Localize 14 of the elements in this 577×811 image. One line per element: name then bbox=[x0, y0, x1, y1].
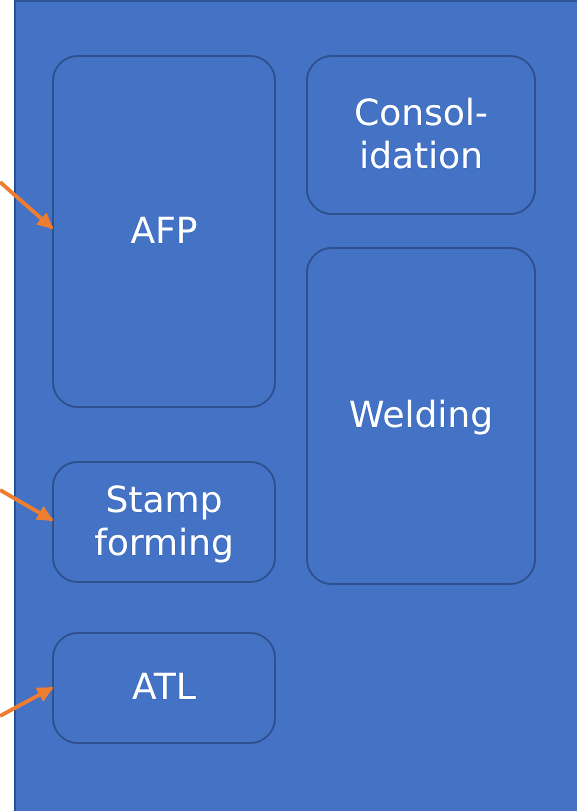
process-box bbox=[52, 55, 276, 408]
box-label: AFP bbox=[130, 210, 198, 254]
box-label: Stamp forming bbox=[93, 478, 235, 566]
arrow bbox=[0, 180, 54, 230]
box-label: Welding bbox=[348, 394, 494, 438]
panel-background bbox=[14, 0, 577, 811]
box-label: Consol- idation bbox=[353, 92, 489, 178]
process-box bbox=[52, 632, 276, 744]
process-box bbox=[306, 55, 536, 215]
box-label: ATL bbox=[132, 666, 196, 710]
process-box bbox=[306, 247, 536, 585]
process-box bbox=[52, 461, 276, 583]
arrow bbox=[0, 686, 54, 718]
arrow bbox=[0, 488, 54, 522]
